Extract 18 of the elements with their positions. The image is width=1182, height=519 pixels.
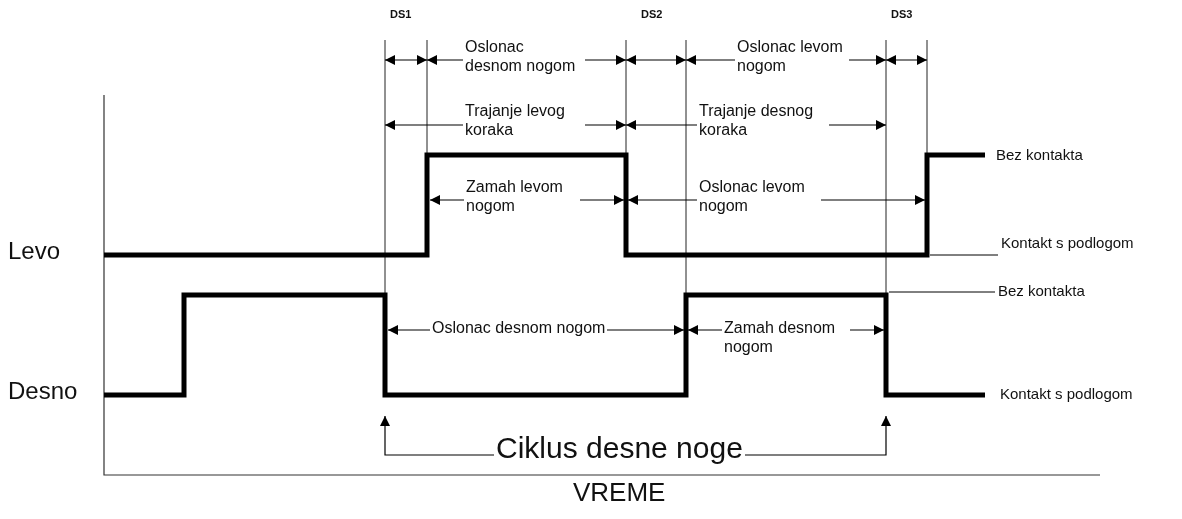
dimension-label: Oslonac levom nogom <box>735 37 849 76</box>
dimension-label: Zamah levom nogom <box>464 177 580 216</box>
leader-line <box>888 291 996 293</box>
state-label: Kontakt s podlogom <box>1001 234 1134 252</box>
interval-label: DS3 <box>891 8 913 22</box>
state-label: Bez kontakta <box>996 146 1083 164</box>
signal-label: Desno <box>8 377 78 406</box>
interval-label: DS1 <box>390 8 412 22</box>
state-label: Kontakt s podlogom <box>1000 385 1133 403</box>
leader-line <box>929 254 999 256</box>
dimension-label: Oslonac desnom nogom <box>463 37 585 76</box>
interval-label: DS2 <box>641 8 663 22</box>
axis-label: VREME <box>573 477 666 509</box>
signal-label: Levo <box>8 237 61 266</box>
dimension-label: Oslonac levom nogom <box>697 177 821 216</box>
state-label: Bez kontakta <box>998 282 1085 300</box>
dimension-label: Zamah desnom nogom <box>722 318 850 357</box>
dimension-label: Oslonac desnom nogom <box>430 318 608 338</box>
